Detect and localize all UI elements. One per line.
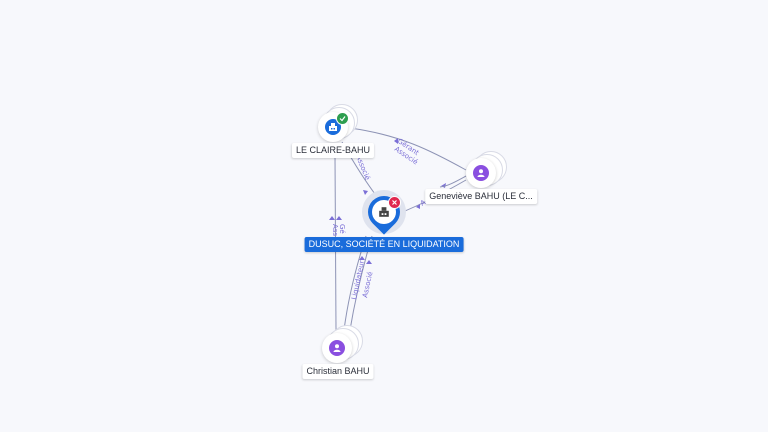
node-label-dusuc[interactable]: DUSUC, SOCIÉTÉ EN LIQUIDATION (304, 237, 464, 252)
node-label-genevieve-bahu[interactable]: Geneviève BAHU (LE C... (425, 189, 537, 204)
edge-label-a: A (419, 198, 427, 207)
node-circle[interactable] (466, 158, 496, 188)
edge-arrow (441, 183, 446, 188)
node-circle[interactable] (322, 333, 352, 363)
close-icon (388, 196, 401, 209)
node-label-christian-bahu[interactable]: Christian BAHU (302, 364, 374, 379)
edge-arrow (359, 256, 365, 260)
edge-arrow (366, 260, 372, 264)
person-icon (329, 340, 345, 356)
edge-arrow (329, 216, 335, 220)
edge-genevieve-return (439, 175, 467, 188)
edge-label-ge: Gé (338, 224, 346, 234)
check-icon (336, 112, 349, 125)
edge-arrow (416, 204, 420, 209)
node-label-le-claire-bahu[interactable]: LE CLAIRE-BAHU (291, 143, 375, 158)
company-icon (379, 207, 389, 217)
edge-genevieve-le-claire (349, 127, 467, 171)
edge-arrow (363, 190, 368, 195)
edge-arrow (394, 138, 398, 144)
edge-label-ass: Ass (331, 224, 339, 236)
node-circle[interactable] (318, 112, 348, 142)
person-icon (473, 165, 489, 181)
edge-arrow (336, 216, 342, 220)
